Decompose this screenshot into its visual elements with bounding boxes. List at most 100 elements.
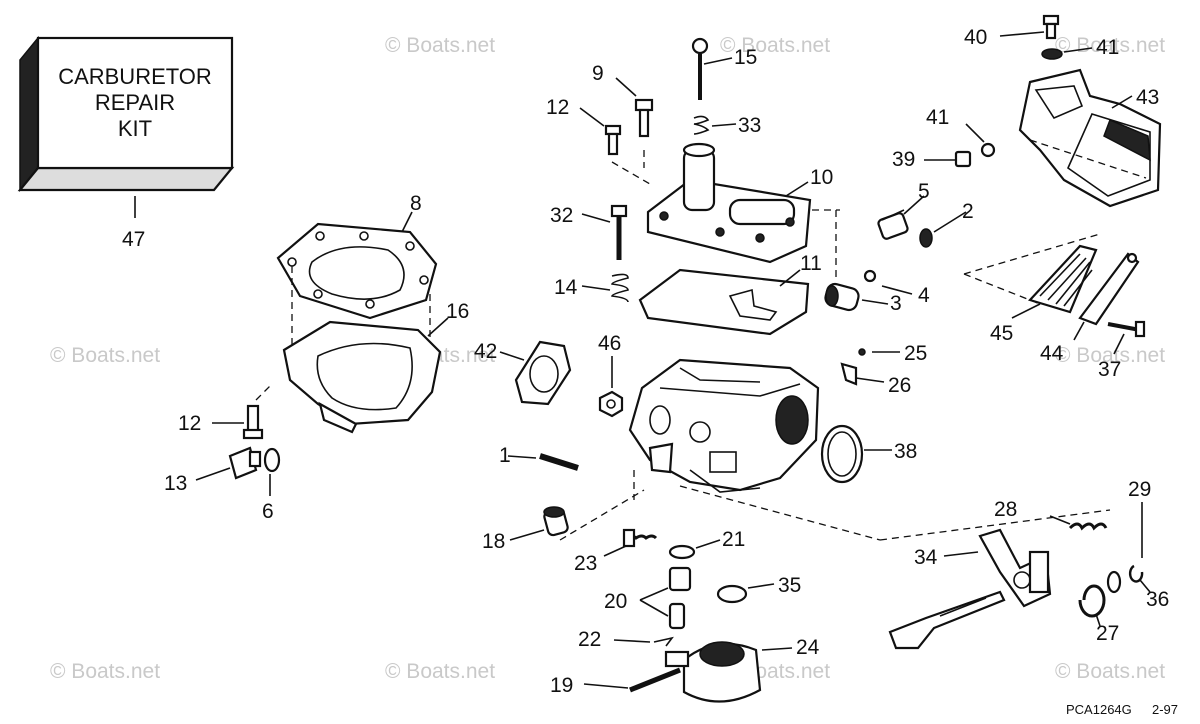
watermark: © Boats.net (50, 344, 160, 367)
callout-6: 6 (262, 500, 274, 523)
screw-9 (615, 77, 654, 138)
callout-22: 22 (578, 628, 601, 651)
intake-silencer (1018, 68, 1162, 208)
reed-plate-45 (1011, 244, 1098, 319)
callout-4: 4 (918, 284, 930, 307)
float-bowl-gasket (276, 211, 438, 320)
screw-23 (603, 528, 658, 557)
throttle-arm (888, 590, 1006, 650)
callout-5: 5 (918, 180, 930, 203)
callout-34: 34 (914, 546, 938, 569)
callout-33: 33 (738, 114, 761, 137)
callout-14: 14 (554, 276, 578, 299)
washer-41-top (1041, 47, 1093, 60)
plug-5 (877, 195, 925, 240)
callout-15: 15 (734, 46, 757, 69)
screw-12-top (579, 107, 622, 156)
callout-41-lower: 41 (926, 106, 949, 129)
callout-10: 10 (810, 166, 833, 189)
callout-39: 39 (892, 148, 915, 171)
callout-8: 8 (410, 192, 422, 215)
drawing-date: 2-97 (1152, 702, 1178, 717)
cam-lever-34 (943, 528, 1052, 608)
watermark: © Boats.net (1055, 660, 1165, 683)
watermarks: © Boats.net © Boats.net © Boats.net © Bo… (50, 34, 1165, 683)
kit-label-line2: REPAIR (95, 90, 175, 115)
callout-18: 18 (482, 530, 505, 553)
callout-40: 40 (964, 26, 987, 49)
sleeve-18 (509, 489, 645, 541)
screw-39 (924, 150, 972, 168)
watermark: © Boats.net (385, 660, 495, 683)
needle-valve-15 (691, 37, 733, 100)
callout-47: 47 (122, 228, 145, 251)
callout-11: 11 (800, 252, 822, 275)
callout-27: 27 (1096, 622, 1119, 645)
callout-41-top: 41 (1096, 36, 1119, 59)
callout-37: 37 (1098, 358, 1121, 381)
screw-40 (999, 14, 1060, 40)
watermark: © Boats.net (50, 660, 160, 683)
callout-43: 43 (1136, 86, 1159, 109)
spring-14 (581, 273, 629, 303)
sleeve-3 (824, 282, 889, 312)
flange-gasket-42 (499, 340, 572, 406)
callout-2: 2 (962, 200, 974, 223)
nut-46 (598, 356, 624, 418)
washer-2 (919, 211, 967, 248)
washer-29 (1106, 502, 1143, 594)
callout-29: 29 (1128, 478, 1151, 501)
callout-44: 44 (1040, 342, 1064, 365)
screw-37 (1107, 320, 1146, 355)
callout-42: 42 (474, 340, 497, 363)
callout-13: 13 (164, 472, 187, 495)
callout-1: 1 (499, 444, 511, 467)
watermark: © Boats.net (1055, 34, 1165, 57)
plug-35 (716, 583, 775, 604)
cover-gasket (638, 209, 840, 336)
bleed-screw-25 (858, 348, 900, 356)
callout-28: 28 (994, 498, 1017, 521)
spring-28 (1049, 515, 1108, 531)
o-ring-4 (863, 269, 913, 295)
callout-20: 20 (604, 590, 627, 613)
float-bowl-screw (212, 383, 273, 440)
callout-46: 46 (598, 332, 621, 355)
spring-33 (693, 115, 737, 135)
drawing-code: PCA1264G (1066, 702, 1132, 717)
callout-24: 24 (796, 636, 820, 659)
callout-12-left: 12 (178, 412, 201, 435)
spring-27 (1078, 584, 1106, 627)
callout-3: 3 (890, 292, 902, 315)
washer-41-lower (965, 123, 996, 158)
washer-21 (668, 539, 721, 560)
watermark: © Boats.net (720, 34, 830, 57)
callout-45: 45 (990, 322, 1013, 345)
carburetor-body (628, 358, 1111, 541)
plug-washer (263, 447, 281, 496)
pin-1 (507, 453, 579, 471)
callout-19: 19 (550, 674, 573, 697)
drain-plug (195, 446, 262, 481)
callout-21: 21 (722, 528, 745, 551)
clip-26 (840, 362, 885, 386)
clip-22 (613, 636, 674, 647)
callout-12-top: 12 (546, 96, 569, 119)
jet-20 (639, 566, 692, 630)
o-ring-38 (820, 424, 892, 484)
callout-26: 26 (888, 374, 911, 397)
carburetor-cover (611, 142, 812, 264)
callout-32: 32 (550, 204, 573, 227)
watermark: © Boats.net (385, 34, 495, 57)
callout-9: 9 (592, 62, 604, 85)
callout-23: 23 (574, 552, 597, 575)
callout-16: 16 (446, 300, 469, 323)
reed-stop-44 (1073, 252, 1140, 341)
repair-kit-box: CARBURETOR REPAIR KIT (17, 35, 235, 218)
callout-35: 35 (778, 574, 801, 597)
kit-label-line3: KIT (118, 116, 152, 141)
float-pin-19 (583, 667, 681, 693)
callout-labels: 1 2 3 4 5 6 8 9 10 11 12 12 13 14 15 16 … (122, 26, 1169, 697)
clip-36 (1128, 564, 1151, 593)
